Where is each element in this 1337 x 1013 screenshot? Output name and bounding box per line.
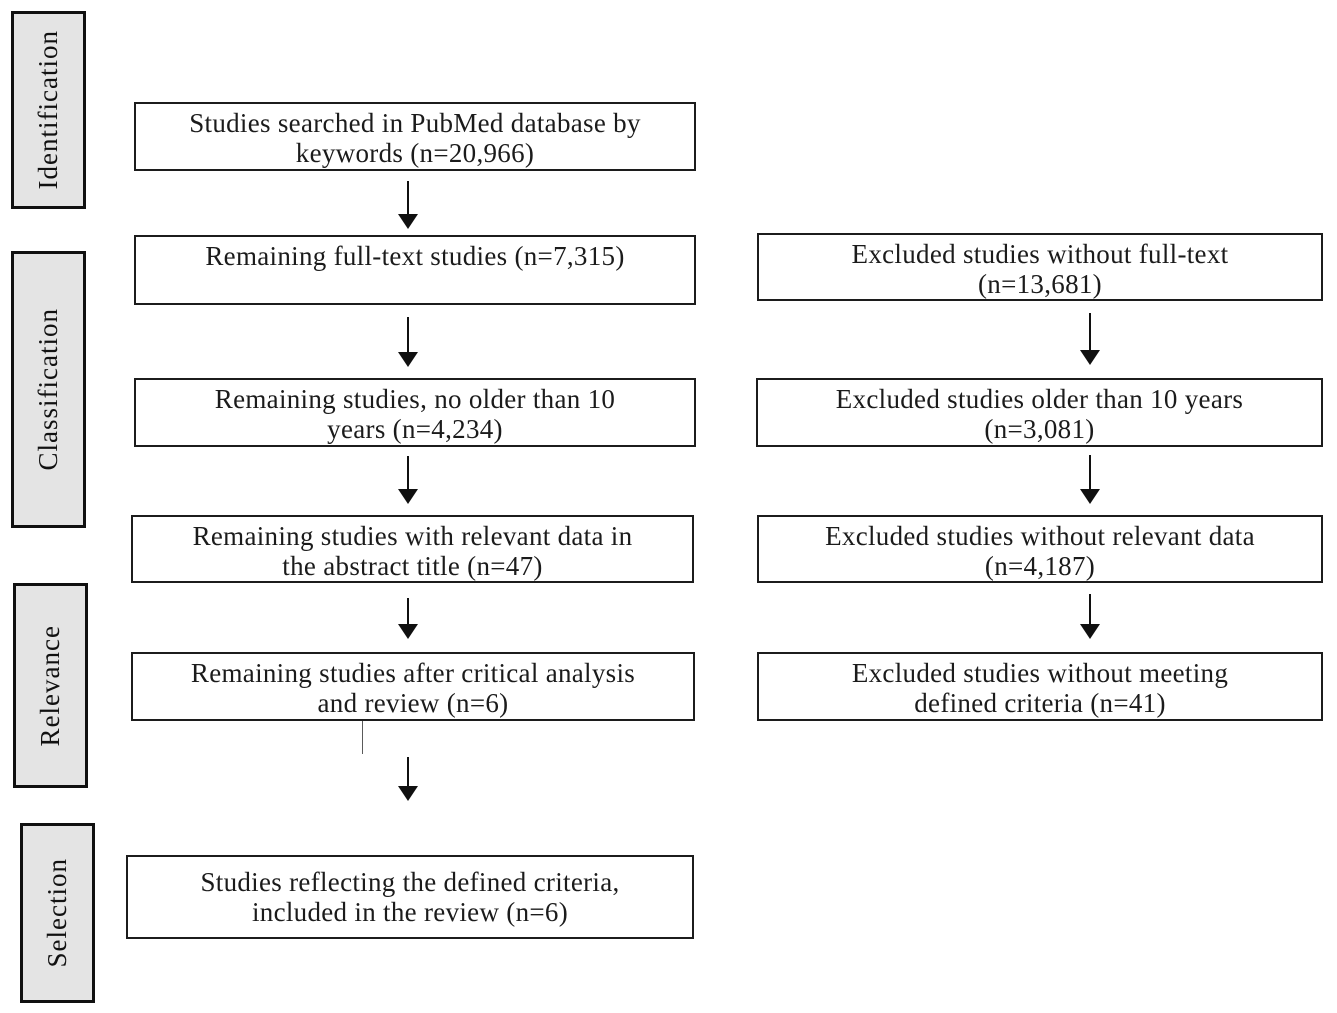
stage-label: Classification <box>33 308 63 471</box>
down-arrow-icon <box>398 456 418 504</box>
box-text-line: Studies reflecting the defined criteria, <box>200 867 620 897</box>
box-text-line: (n=13,681) <box>978 269 1102 299</box>
box-text-line: (n=3,081) <box>984 414 1095 444</box>
box-studies-searched-keywords: Studies searched in PubMed database by k… <box>134 102 696 171</box>
stage-selection: Selection <box>20 823 95 1003</box>
stage-classification: Classification <box>11 251 86 528</box>
arrow-head <box>398 786 418 801</box>
down-arrow-icon <box>398 317 418 367</box>
stage-identification: Identification <box>11 11 86 209</box>
box-remaining-critical-analysis: Remaining studies after critical analysi… <box>131 652 695 721</box>
box-text-line: Remaining studies with relevant data in <box>192 521 633 551</box>
box-included-in-review: Studies reflecting the defined criteria,… <box>126 855 694 939</box>
box-remaining-relevant-data: Remaining studies with relevant data in … <box>131 515 694 583</box>
arrow-shaft <box>407 317 409 352</box>
arrow-shaft <box>1089 594 1091 624</box>
arrow-shaft <box>1089 313 1091 350</box>
box-text-line: (n=4,187) <box>984 551 1096 581</box>
box-remaining-10-years: Remaining studies, no older than 10 year… <box>134 378 696 447</box>
arrow-head <box>398 352 418 367</box>
box-text-line: Remaining studies, no older than 10 <box>214 384 616 414</box>
box-text-line: and review (n=6) <box>317 688 509 718</box>
stage-label: Identification <box>33 30 63 190</box>
stage-relevance: Relevance <box>13 583 88 788</box>
stage-label: Relevance <box>35 624 65 747</box>
box-text-line: defined criteria (n=41) <box>914 688 1166 718</box>
box-remaining-fulltext: Remaining full-text studies (n=7,315) <box>134 235 696 305</box>
arrow-head <box>1080 489 1100 504</box>
arrow-head <box>398 489 418 504</box>
arrow-head <box>398 624 418 639</box>
box-excluded-no-fulltext: Excluded studies without full-text (n=13… <box>757 233 1323 301</box>
arrow-shaft <box>407 598 409 624</box>
box-excluded-older-10-years: Excluded studies older than 10 years (n=… <box>756 378 1323 447</box>
box-text-line: years (n=4,234) <box>327 414 503 444</box>
box-text-line: keywords (n=20,966) <box>295 138 535 168</box>
box-text-line: the abstract title (n=47) <box>282 551 543 581</box>
arrow-head <box>398 214 418 229</box>
down-arrow-icon <box>1080 455 1100 504</box>
down-arrow-icon <box>1080 313 1100 365</box>
arrow-shaft <box>407 181 409 214</box>
box-text-line: Excluded studies older than 10 years <box>835 384 1244 414</box>
box-text-line: Excluded studies without relevant data <box>825 521 1255 551</box>
box-text-line: Excluded studies without meeting <box>851 658 1229 688</box>
stage-label: Selection <box>42 858 72 968</box>
arrow-shaft <box>407 757 409 786</box>
box-excluded-no-relevant-data: Excluded studies without relevant data (… <box>757 515 1323 583</box>
down-arrow-icon <box>398 598 418 639</box>
box-text-line: Remaining full-text studies (n=7,315) <box>205 241 625 271</box>
down-arrow-icon <box>398 181 418 229</box>
down-arrow-icon <box>1080 594 1100 639</box>
arrow-shaft <box>407 456 409 489</box>
box-text-line: Excluded studies without full-text <box>851 239 1229 269</box>
arrow-head <box>1080 350 1100 365</box>
box-text-line: Remaining studies after critical analysi… <box>190 658 636 688</box>
arrow-shaft <box>1089 455 1091 489</box>
down-arrow-icon <box>398 757 418 801</box>
connector-line <box>362 721 363 754</box>
box-text-line: included in the review (n=6) <box>251 897 569 927</box>
box-excluded-criteria: Excluded studies without meeting defined… <box>757 652 1323 721</box>
arrow-head <box>1080 624 1100 639</box>
box-text-line: Studies searched in PubMed database by <box>189 108 641 138</box>
